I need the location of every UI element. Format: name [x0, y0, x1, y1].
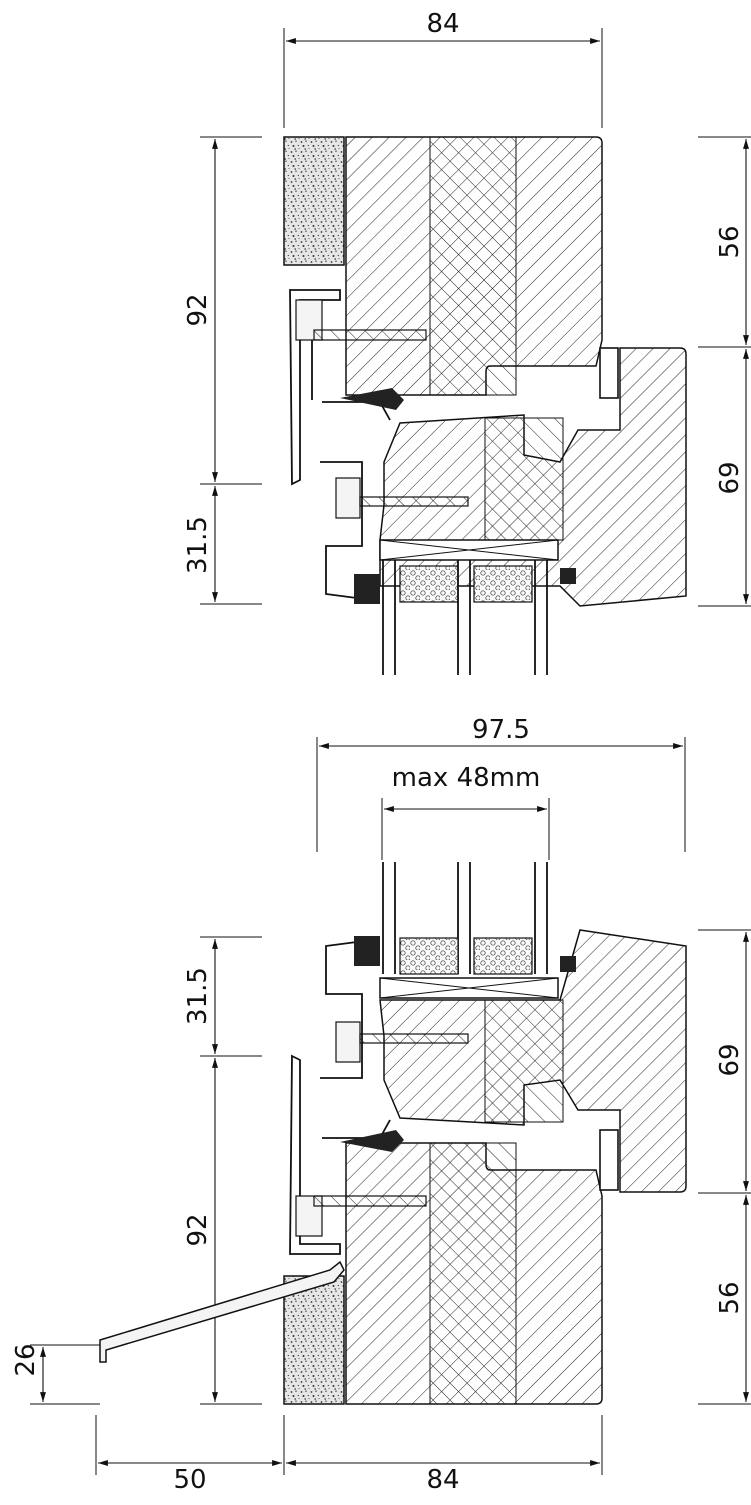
upper-frame-lamella [429, 136, 517, 396]
lower-overall-width-dimension: 97.5 [316, 715, 686, 852]
lower-seals [340, 936, 619, 1191]
upper-bead-height-label: 31.5 [183, 516, 213, 574]
lower-bead-height-label: 31.5 [183, 967, 213, 1025]
upper-section: 84 92 31.5 56 69 [183, 9, 751, 675]
lower-overall-width-label: 97.5 [472, 715, 530, 745]
lower-wall-plaster [283, 1275, 345, 1405]
lower-glazing-label: max 48mm [392, 763, 541, 793]
lower-sash-bottom-label: 56 [715, 1281, 745, 1314]
upper-wall-plaster [283, 136, 345, 266]
lower-right-dimensions: 69 56 [698, 929, 751, 1405]
upper-sash-bottom-label: 69 [715, 461, 745, 494]
upper-right-dimensions: 56 69 [698, 136, 751, 607]
lower-window-sill [99, 1260, 345, 1363]
upper-sash-top-label: 56 [715, 225, 745, 258]
lower-bottom-dimensions: 50 84 [95, 1415, 603, 1495]
upper-frame-height-label: 92 [183, 293, 213, 326]
lower-sill-drop-label: 26 [11, 1343, 41, 1376]
lower-sash-lamella [484, 999, 564, 1123]
upper-screws [313, 329, 469, 507]
lower-section: 97.5 max 48mm 31.5 92 26 [11, 715, 751, 1495]
upper-left-dimensions: 92 31.5 [183, 136, 262, 605]
upper-width-dimension: 84 [283, 9, 603, 128]
lower-glazing-dimension: max 48mm [381, 763, 550, 860]
upper-alu-profiles [289, 289, 391, 601]
lower-frame-lamella [429, 1142, 517, 1405]
lower-glass-unit [382, 862, 548, 975]
upper-seals [340, 347, 619, 604]
upper-sash-lamella [484, 417, 564, 541]
lower-alu-profiles [289, 939, 391, 1255]
upper-width-label: 84 [426, 9, 459, 39]
lower-frame-height-label: 92 [183, 1213, 213, 1246]
lower-sill-projection-label: 50 [173, 1465, 206, 1495]
lower-screws [313, 1033, 469, 1207]
upper-glass-unit [382, 560, 548, 675]
lower-bottom-width-label: 84 [426, 1465, 459, 1495]
lower-sash-top-label: 69 [715, 1043, 745, 1076]
lower-left-dimensions: 31.5 92 26 [11, 936, 262, 1405]
